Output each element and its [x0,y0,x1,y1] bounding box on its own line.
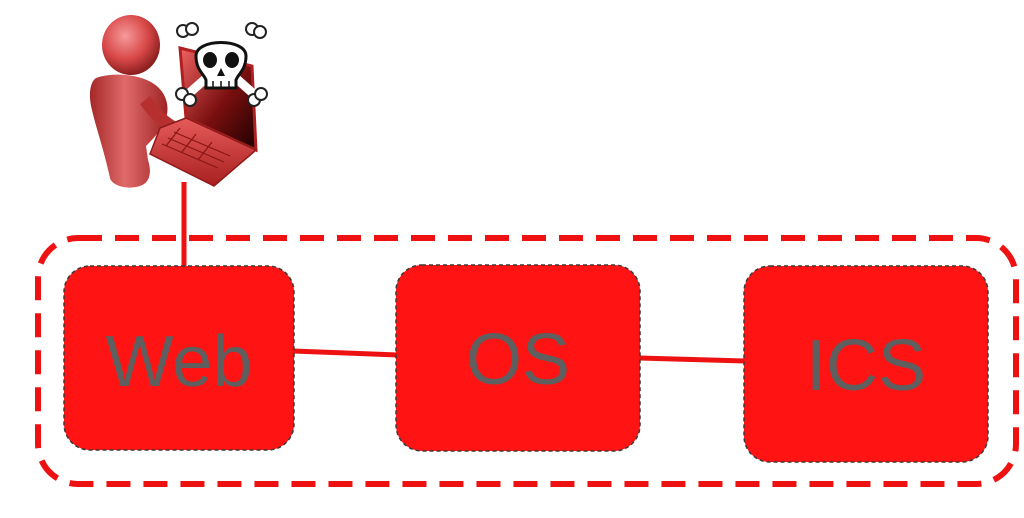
node-ics-label: ICS [806,326,926,406]
node-os-label: OS [466,320,570,400]
connector-web-os [292,348,399,358]
chain-boundary [35,235,1019,487]
node-ics: ICS [743,265,989,463]
attacker-figure [89,15,268,188]
skull-crossbones-icon [175,22,268,107]
connector-os-ics [638,355,746,364]
node-os: OS [395,264,641,452]
node-web: Web [63,265,295,451]
node-web-label: Web [106,322,253,402]
person-icon [89,15,180,188]
